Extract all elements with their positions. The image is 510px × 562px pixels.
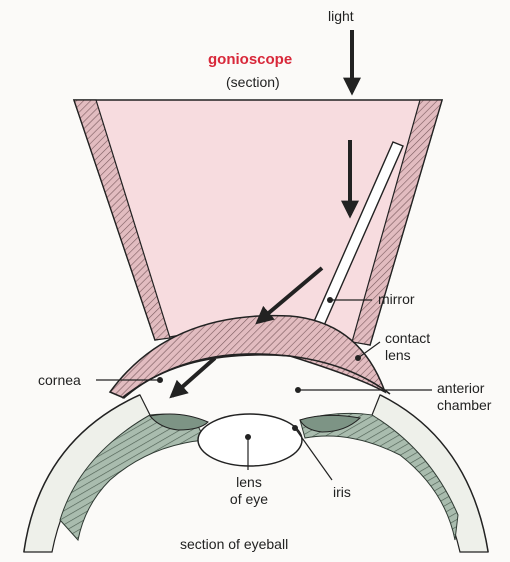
light-label: light: [328, 8, 354, 24]
lens-label-line2: of eye: [219, 491, 279, 507]
anterior-label-line1: anterior: [437, 380, 484, 396]
gonioscope-title: gonioscope: [208, 52, 292, 68]
cornea-label: cornea: [38, 372, 81, 388]
contact-label-line1: contact: [385, 330, 430, 346]
leader-anterior-chamber: [295, 387, 432, 393]
contact-label-line2: lens: [385, 347, 411, 363]
lens-label-line1: lens: [229, 474, 269, 490]
lens-of-eye: [198, 414, 302, 466]
mirror-label: mirror: [378, 291, 415, 307]
caption: section of eyeball: [180, 536, 288, 552]
anterior-label-line2: chamber: [437, 397, 491, 413]
section-subtitle: (section): [226, 74, 280, 90]
iris-label: iris: [333, 484, 351, 500]
